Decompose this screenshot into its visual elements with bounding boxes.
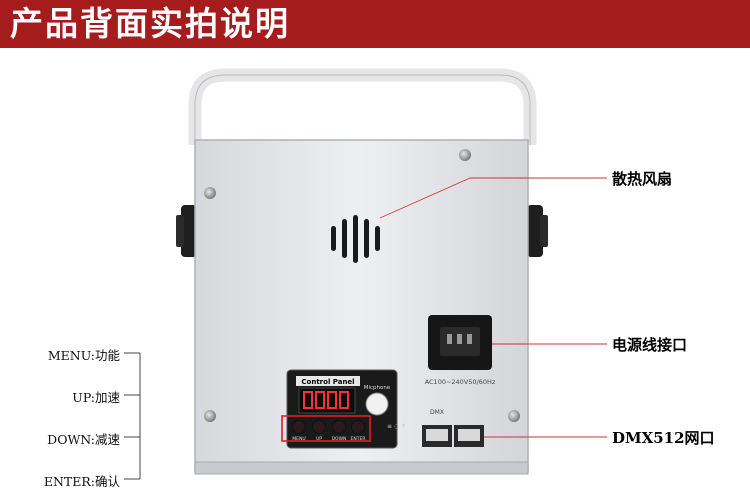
legend-up: UP:加速 <box>72 390 120 405</box>
screw <box>204 187 216 199</box>
microphone <box>365 392 389 416</box>
legend-menu: MENU:功能 <box>47 348 120 363</box>
dmx-port-2 <box>454 425 484 447</box>
led-digits <box>303 391 349 409</box>
control-buttons <box>292 420 365 434</box>
button-label-enter: ENTER <box>351 436 366 442</box>
up-button[interactable] <box>312 420 326 434</box>
fan-leader-line <box>379 177 471 219</box>
menu-button[interactable] <box>292 420 306 434</box>
page-title: 产品背面实拍说明 <box>10 4 290 43</box>
power-rating-label: AC100~240V50/60Hz <box>425 378 496 386</box>
dmx-port-1 <box>422 425 452 447</box>
callout-power: 电源线接口 <box>612 336 688 354</box>
buttons-highlight <box>281 415 371 442</box>
left-knob <box>176 205 197 257</box>
mic-label: Micphone <box>364 385 391 391</box>
legend-down: DOWN:减速 <box>47 432 120 447</box>
right-knob <box>527 205 548 257</box>
power-socket <box>428 315 492 370</box>
button-label-up: UP <box>316 436 322 442</box>
control-panel-title: Control Panel <box>301 378 354 386</box>
button-label-menu: MENU <box>292 436 305 442</box>
svg-text:≡ ◌ ↟: ≡ ◌ ↟ <box>387 423 406 430</box>
screw <box>204 410 216 422</box>
carry-handle <box>188 68 537 145</box>
enter-button[interactable] <box>351 420 365 434</box>
screw <box>459 149 471 161</box>
down-button[interactable] <box>332 420 346 434</box>
button-label-down: DOWN <box>332 436 347 442</box>
callout-dmx: DMX512网口 <box>612 429 715 447</box>
fan-grille <box>331 215 380 263</box>
header-banner: 产品背面实拍说明 <box>0 0 750 48</box>
dmx-label: DMX <box>430 409 444 416</box>
legend-enter: ENTER:确认 <box>43 474 120 489</box>
callout-fan: 散热风扇 <box>612 170 673 188</box>
screw <box>508 410 520 422</box>
